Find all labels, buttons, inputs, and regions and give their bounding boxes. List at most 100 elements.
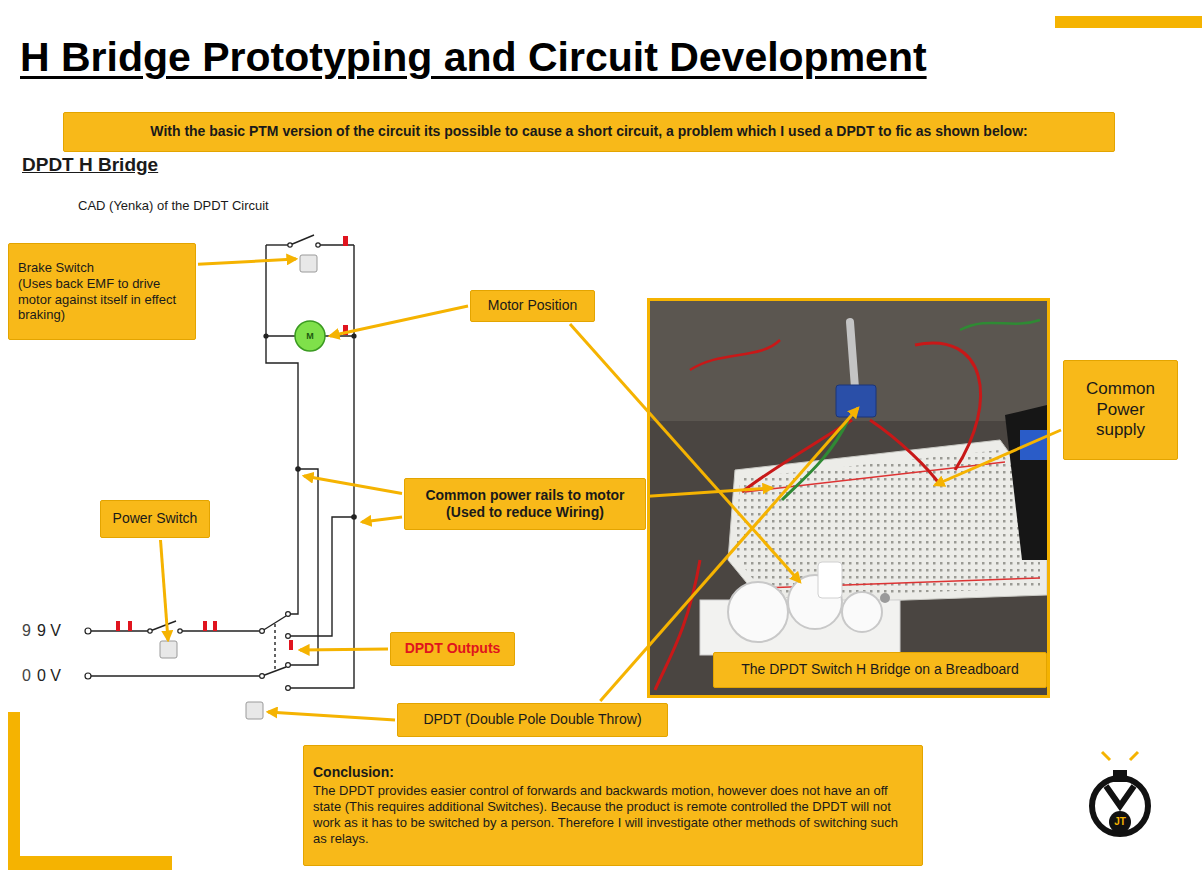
wire <box>91 675 259 676</box>
wire <box>91 630 150 631</box>
junction-dot <box>351 333 356 338</box>
callout-text: Power Switch <box>110 510 200 527</box>
dpdt-link <box>274 624 275 670</box>
leader-arrow <box>648 488 772 496</box>
callout-text: Motor Position <box>480 297 585 314</box>
callout-box: Common Power supply <box>1063 360 1178 460</box>
wire <box>266 245 298 614</box>
gear-shaft <box>818 562 842 598</box>
wire-red <box>870 420 940 485</box>
dpdt-lever <box>262 616 286 631</box>
contact <box>286 686 291 691</box>
figure-note: CAD (Yenka) of the DPDT Circuit <box>78 199 269 214</box>
callout-text: Common power rails to motor <box>414 487 636 504</box>
contact <box>178 629 182 633</box>
gear <box>842 592 882 632</box>
callout-text: Conclusion: <box>313 764 913 781</box>
callout-text: Brake Switch <box>18 260 186 276</box>
terminal-label: 9 V <box>37 622 61 640</box>
contact <box>260 674 265 679</box>
motor-symbol <box>295 321 325 351</box>
state-marker <box>213 621 217 631</box>
wire-red <box>690 340 780 370</box>
switch-lever <box>150 621 176 631</box>
terminal <box>85 628 91 634</box>
callout-text: (Uses back EMF to drive motor against it… <box>18 276 186 324</box>
wire-red <box>915 343 981 470</box>
section-heading: DPDT H Bridge <box>22 154 158 176</box>
callout-box: Common power rails to motor(Used to redu… <box>404 478 646 530</box>
junction-dot <box>295 466 301 472</box>
logo-spark <box>1102 752 1138 760</box>
contact <box>288 243 292 247</box>
junctions <box>263 333 356 519</box>
photo-ground <box>650 301 1047 695</box>
dpdt-lever <box>262 667 286 676</box>
leader-arrow <box>268 712 395 720</box>
leader-arrow <box>362 517 402 522</box>
logo-ring <box>1092 778 1148 834</box>
breadboard-holes <box>735 450 1040 598</box>
wire-red <box>742 420 852 492</box>
callout-text: With the basic PTM version of the circui… <box>73 123 1105 140</box>
wire <box>318 244 354 245</box>
rail-stripe <box>745 462 1005 492</box>
callout-box: Motor Position <box>470 290 595 322</box>
axle <box>880 593 890 603</box>
switch-lever <box>290 235 314 245</box>
logo-mark <box>1106 786 1134 806</box>
logo-badge <box>1109 811 1131 833</box>
state-marker <box>128 621 132 631</box>
leader-arrow <box>935 430 1061 485</box>
terminal-value: 0 <box>22 667 31 685</box>
leader-arrow <box>300 649 388 650</box>
contact <box>148 629 152 633</box>
callout-text: DPDT Outputs <box>400 640 505 657</box>
button-icon <box>160 641 177 658</box>
contact <box>286 663 291 668</box>
leader-arrow <box>570 324 800 582</box>
logo-text: JT <box>1114 816 1126 828</box>
callout-box: The DPDT Switch H Bridge on a Breadboard <box>713 652 1047 688</box>
button-icon <box>300 255 317 272</box>
contact <box>286 612 291 617</box>
wire <box>180 630 259 631</box>
terminal-label: 0 V <box>37 667 61 685</box>
contact <box>260 629 265 634</box>
gear <box>728 582 788 642</box>
battery-holder <box>1005 405 1047 560</box>
leader-arrow <box>198 259 296 264</box>
junction-dot <box>263 333 268 338</box>
leader-arrow <box>330 306 468 336</box>
leader-arrow <box>161 540 169 640</box>
contact <box>316 243 320 247</box>
callout-box: Power Switch <box>100 500 210 538</box>
wire-green <box>960 320 1040 330</box>
slide-title: H Bridge Prototyping and Circuit Develop… <box>20 34 927 81</box>
state-marker <box>343 236 348 246</box>
junction-dot <box>351 514 357 520</box>
callout-box: Brake Switch(Uses back EMF to drive moto… <box>8 243 196 340</box>
logo-mark <box>1113 770 1127 782</box>
contact <box>286 634 291 639</box>
callout-box: DPDT (Double Pole Double Throw) <box>397 703 668 737</box>
callout-text: Common Power supply <box>1073 379 1168 441</box>
state-marker <box>289 640 293 650</box>
callout-box: With the basic PTM version of the circui… <box>63 112 1115 152</box>
motor-letter: M <box>306 331 314 341</box>
state-marker <box>203 621 207 631</box>
callout-text: The DPDT provides easier control of forw… <box>313 783 913 846</box>
accent-bar <box>1055 16 1202 28</box>
breadboard <box>728 440 1047 605</box>
photo-ground <box>650 301 1047 421</box>
wire <box>290 245 354 688</box>
callout-box: DPDT Outputs <box>390 632 515 666</box>
corner-bracket <box>8 712 20 870</box>
callout-box: Conclusion: The DPDT provides easier cont… <box>303 745 923 866</box>
terminal-value: 9 <box>22 622 31 640</box>
corner-bracket <box>8 856 172 870</box>
photo-frame <box>649 300 1049 697</box>
callout-text: (Used to reduce Wiring) <box>414 504 636 521</box>
callout-text: The DPDT Switch H Bridge on a Breadboard <box>723 661 1037 678</box>
state-marker <box>116 621 120 631</box>
